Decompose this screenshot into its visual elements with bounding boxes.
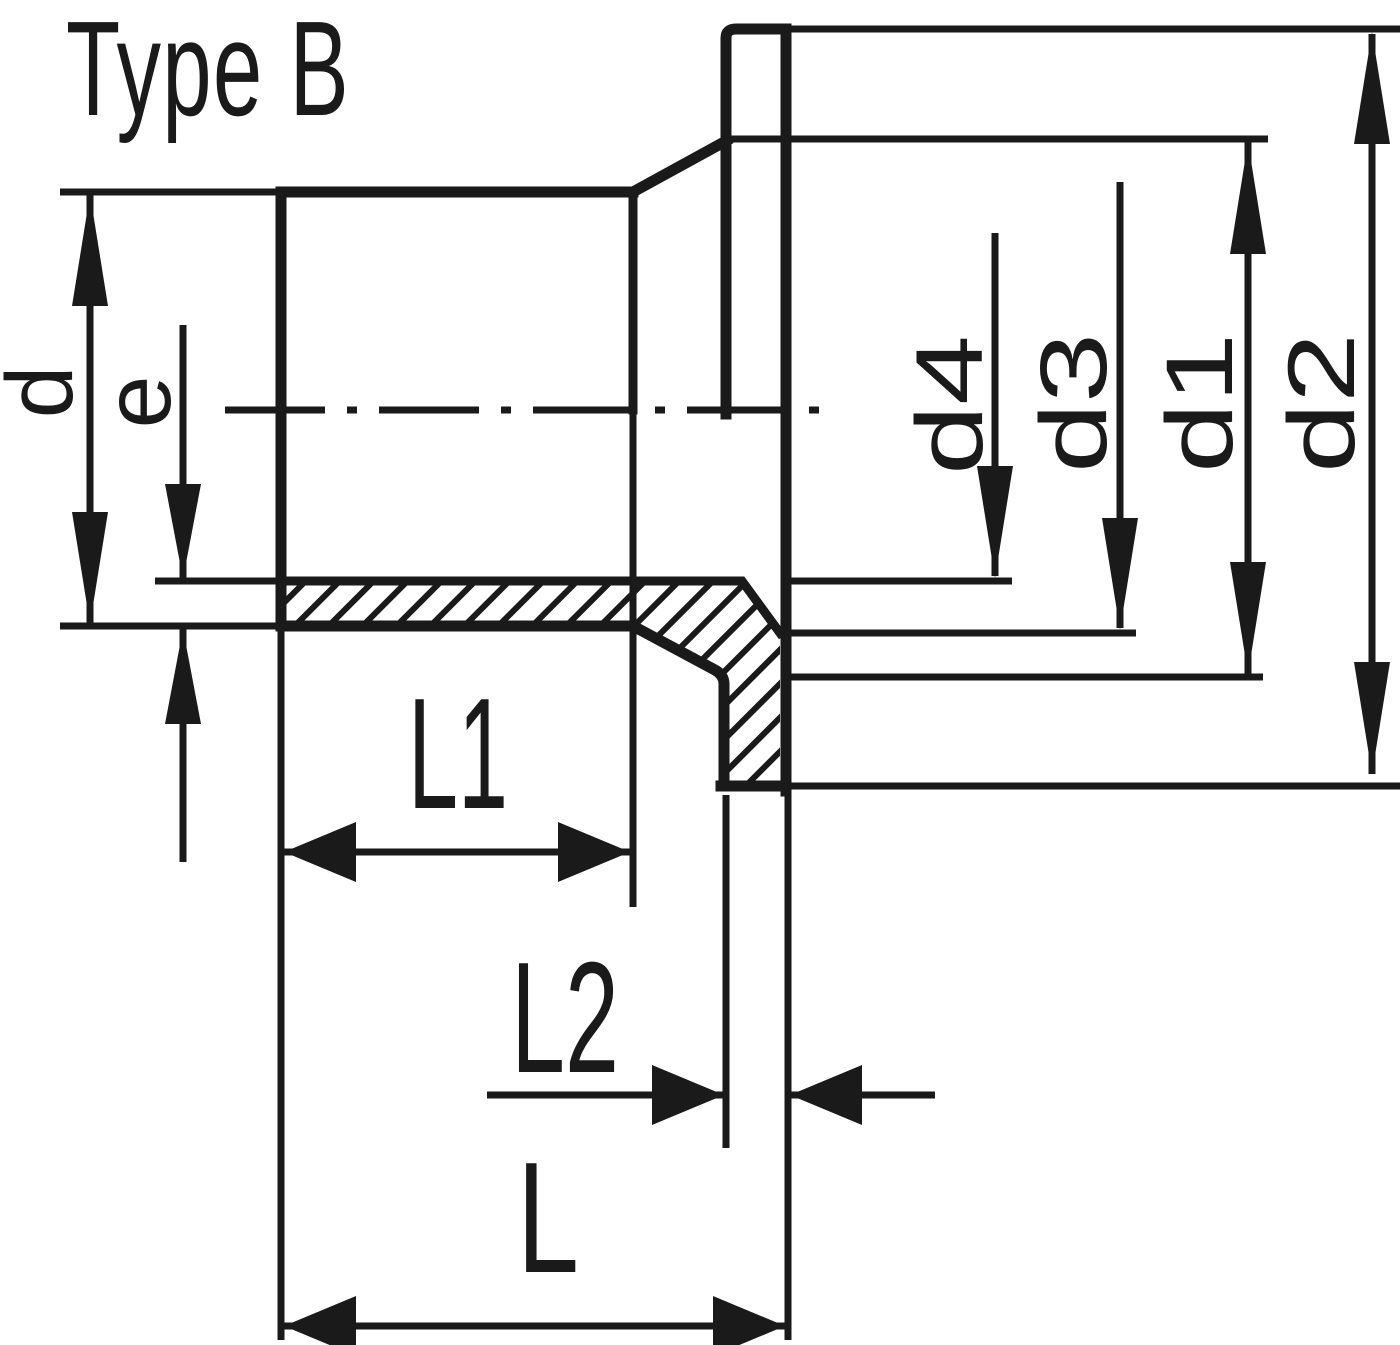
arrow-d4-down <box>977 466 1013 578</box>
arrow-d1-down <box>1230 562 1266 674</box>
arrow-l1-left <box>284 822 356 882</box>
cone-bottom-edge <box>625 618 730 792</box>
dim-label-d3: d3 <box>1021 333 1127 473</box>
arrow-d-up <box>72 194 108 306</box>
bore-edge <box>276 576 787 640</box>
part-outline <box>275 23 792 797</box>
dim-label-d: d <box>0 366 93 419</box>
arrow-l-left <box>284 1296 356 1345</box>
cone-top-edge <box>625 133 734 200</box>
arrow-d2-down <box>1354 662 1390 774</box>
arrow-l-right <box>713 1296 785 1345</box>
arrow-l2-right <box>652 1065 724 1125</box>
labels: Type B d e d4 d3 d1 d2 L1 L2 L <box>0 0 1375 1306</box>
section-hatch-region <box>281 581 780 786</box>
arrow-l1-right <box>558 822 630 882</box>
dim-label-l1: L1 <box>408 666 508 842</box>
arrow-d1-up <box>1230 142 1266 254</box>
dim-label-e: e <box>85 376 191 429</box>
arrow-l2-left <box>790 1065 862 1125</box>
arrow-d-down <box>72 512 108 624</box>
dim-label-l2: L2 <box>511 930 619 1106</box>
extension-lines <box>60 25 1400 1340</box>
drawing-title: Type B <box>66 0 350 144</box>
arrow-e-up <box>165 629 201 724</box>
dim-label-d1: d1 <box>1147 333 1253 473</box>
arrow-d3-down <box>1102 518 1138 630</box>
flange-left-face <box>720 23 792 420</box>
arrow-d2-up <box>1354 32 1390 144</box>
arrow-e-down <box>165 484 201 579</box>
dim-label-l: L <box>517 1130 579 1306</box>
dimension-arrowheads <box>72 32 1390 1345</box>
dim-label-d2: d2 <box>1269 333 1375 473</box>
dim-label-d4: d4 <box>897 335 1003 475</box>
